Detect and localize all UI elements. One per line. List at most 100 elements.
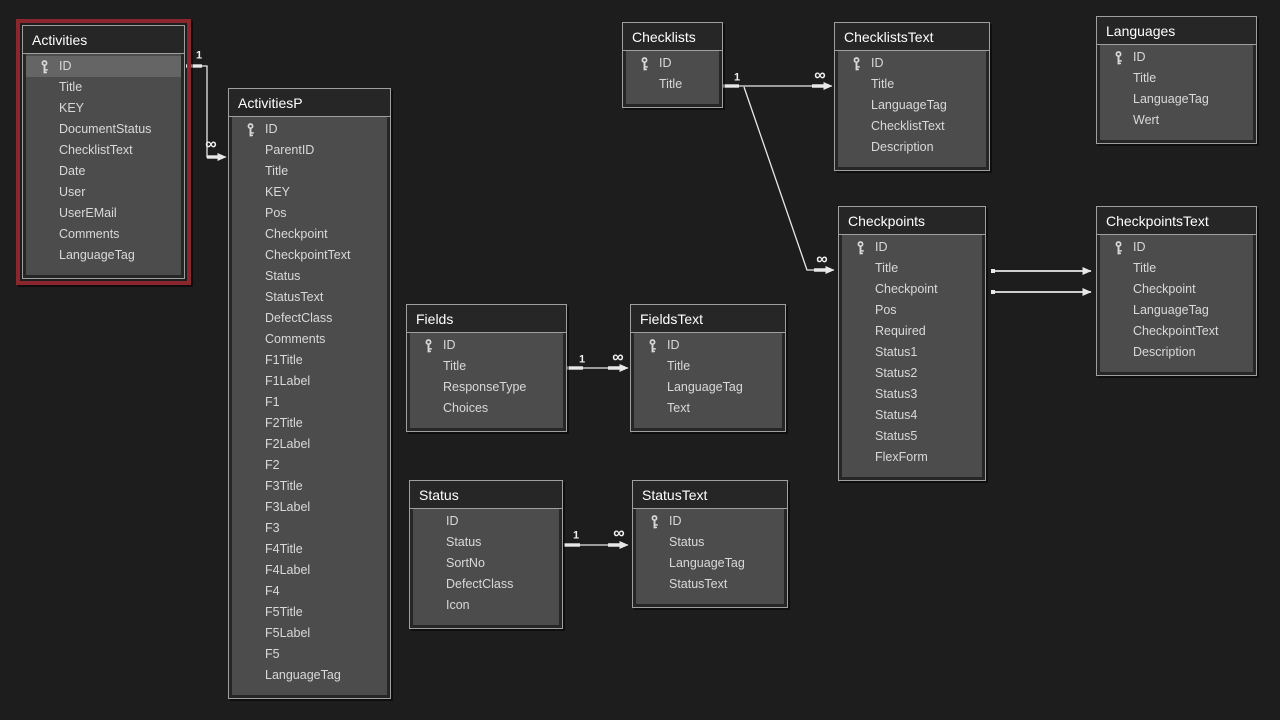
field-name: Status1 xyxy=(875,345,918,359)
field-row-choices[interactable]: Choices xyxy=(410,398,563,419)
field-row-languagetag[interactable]: LanguageTag xyxy=(232,665,387,686)
field-row-f2title[interactable]: F2Title xyxy=(232,413,387,434)
field-row-flexform[interactable]: FlexForm xyxy=(842,447,982,468)
field-row-id[interactable]: ID xyxy=(413,511,559,532)
field-row-f2label[interactable]: F2Label xyxy=(232,434,387,455)
field-row-key[interactable]: KEY xyxy=(232,182,387,203)
field-row-f5label[interactable]: F5Label xyxy=(232,623,387,644)
field-row-status2[interactable]: Status2 xyxy=(842,363,982,384)
field-row-id[interactable]: ID xyxy=(838,53,986,74)
field-row-f1[interactable]: F1 xyxy=(232,392,387,413)
field-row-status4[interactable]: Status4 xyxy=(842,405,982,426)
field-row-checkpoint[interactable]: Checkpoint xyxy=(1100,279,1253,300)
field-row-responsetype[interactable]: ResponseType xyxy=(410,377,563,398)
field-row-description[interactable]: Description xyxy=(838,137,986,158)
field-row-checkpointtext[interactable]: CheckpointText xyxy=(232,245,387,266)
field-row-key[interactable]: KEY xyxy=(26,98,181,119)
field-name: Status3 xyxy=(875,387,918,401)
field-row-id[interactable]: ID xyxy=(410,335,563,356)
field-row-status3[interactable]: Status3 xyxy=(842,384,982,405)
field-row-f3label[interactable]: F3Label xyxy=(232,497,387,518)
field-row-f3title[interactable]: F3Title xyxy=(232,476,387,497)
field-row-useremail[interactable]: UserEMail xyxy=(26,203,181,224)
field-row-f1label[interactable]: F1Label xyxy=(232,371,387,392)
field-row-checkpoint[interactable]: Checkpoint xyxy=(232,224,387,245)
field-row-pos[interactable]: Pos xyxy=(232,203,387,224)
field-row-status[interactable]: Status xyxy=(232,266,387,287)
field-row-title[interactable]: Title xyxy=(626,74,719,95)
field-row-title[interactable]: Title xyxy=(1100,68,1253,89)
field-row-f5[interactable]: F5 xyxy=(232,644,387,665)
field-row-title[interactable]: Title xyxy=(842,258,982,279)
field-row-f1title[interactable]: F1Title xyxy=(232,350,387,371)
field-row-statustext[interactable]: StatusText xyxy=(636,574,784,595)
field-row-checkpointtext[interactable]: CheckpointText xyxy=(1100,321,1253,342)
relationship-line-activities-to-activitiesp[interactable] xyxy=(186,65,227,161)
field-row-text[interactable]: Text xyxy=(634,398,782,419)
field-row-description[interactable]: Description xyxy=(1100,342,1253,363)
field-row-pos[interactable]: Pos xyxy=(842,300,982,321)
field-row-required[interactable]: Required xyxy=(842,321,982,342)
field-row-languagetag[interactable]: LanguageTag xyxy=(26,245,181,266)
field-row-id[interactable]: ID xyxy=(626,53,719,74)
field-row-defectclass[interactable]: DefectClass xyxy=(232,308,387,329)
field-row-f4label[interactable]: F4Label xyxy=(232,560,387,581)
field-row-parentid[interactable]: ParentID xyxy=(232,140,387,161)
field-row-documentstatus[interactable]: DocumentStatus xyxy=(26,119,181,140)
field-row-status5[interactable]: Status5 xyxy=(842,426,982,447)
field-row-f4title[interactable]: F4Title xyxy=(232,539,387,560)
field-row-title[interactable]: Title xyxy=(232,161,387,182)
field-row-f4[interactable]: F4 xyxy=(232,581,387,602)
field-row-title[interactable]: Title xyxy=(26,77,181,98)
field-row-id[interactable]: ID xyxy=(842,237,982,258)
field-name: Status xyxy=(669,535,705,549)
field-row-languagetag[interactable]: LanguageTag xyxy=(838,95,986,116)
field-row-id[interactable]: ID xyxy=(232,119,387,140)
field-row-title[interactable]: Title xyxy=(634,356,782,377)
field-row-id[interactable]: ID xyxy=(1100,47,1253,68)
field-row-id[interactable]: ID xyxy=(634,335,782,356)
field-row-user[interactable]: User xyxy=(26,182,181,203)
field-row-defectclass[interactable]: DefectClass xyxy=(413,574,559,595)
field-row-languagetag[interactable]: LanguageTag xyxy=(634,377,782,398)
field-row-title[interactable]: Title xyxy=(838,74,986,95)
field-name: Required xyxy=(875,324,926,338)
field-row-comments[interactable]: Comments xyxy=(232,329,387,350)
field-name: SortNo xyxy=(446,556,485,570)
relationship-line-checklists-to-checkpoints[interactable] xyxy=(743,86,835,274)
field-row-checkpoint[interactable]: Checkpoint xyxy=(842,279,982,300)
field-row-status1[interactable]: Status1 xyxy=(842,342,982,363)
field-row-id[interactable]: ID xyxy=(1100,237,1253,258)
field-row-statustext[interactable]: StatusText xyxy=(232,287,387,308)
field-row-status[interactable]: Status xyxy=(413,532,559,553)
field-row-f2[interactable]: F2 xyxy=(232,455,387,476)
field-row-comments[interactable]: Comments xyxy=(26,224,181,245)
field-row-languagetag[interactable]: LanguageTag xyxy=(1100,300,1253,321)
field-row-title[interactable]: Title xyxy=(1100,258,1253,279)
field-row-f3[interactable]: F3 xyxy=(232,518,387,539)
field-row-languagetag[interactable]: LanguageTag xyxy=(636,553,784,574)
field-row-checklisttext[interactable]: ChecklistText xyxy=(838,116,986,137)
field-row-status[interactable]: Status xyxy=(636,532,784,553)
field-row-id[interactable]: ID xyxy=(636,511,784,532)
field-row-icon[interactable]: Icon xyxy=(413,595,559,616)
field-row-id[interactable]: ID xyxy=(26,56,181,77)
field-row-sortno[interactable]: SortNo xyxy=(413,553,559,574)
field-row-languagetag[interactable]: LanguageTag xyxy=(1100,89,1253,110)
field-row-title[interactable]: Title xyxy=(410,356,563,377)
field-row-wert[interactable]: Wert xyxy=(1100,110,1253,131)
field-row-date[interactable]: Date xyxy=(26,161,181,182)
field-row-f5title[interactable]: F5Title xyxy=(232,602,387,623)
field-row-checklisttext[interactable]: ChecklistText xyxy=(26,140,181,161)
